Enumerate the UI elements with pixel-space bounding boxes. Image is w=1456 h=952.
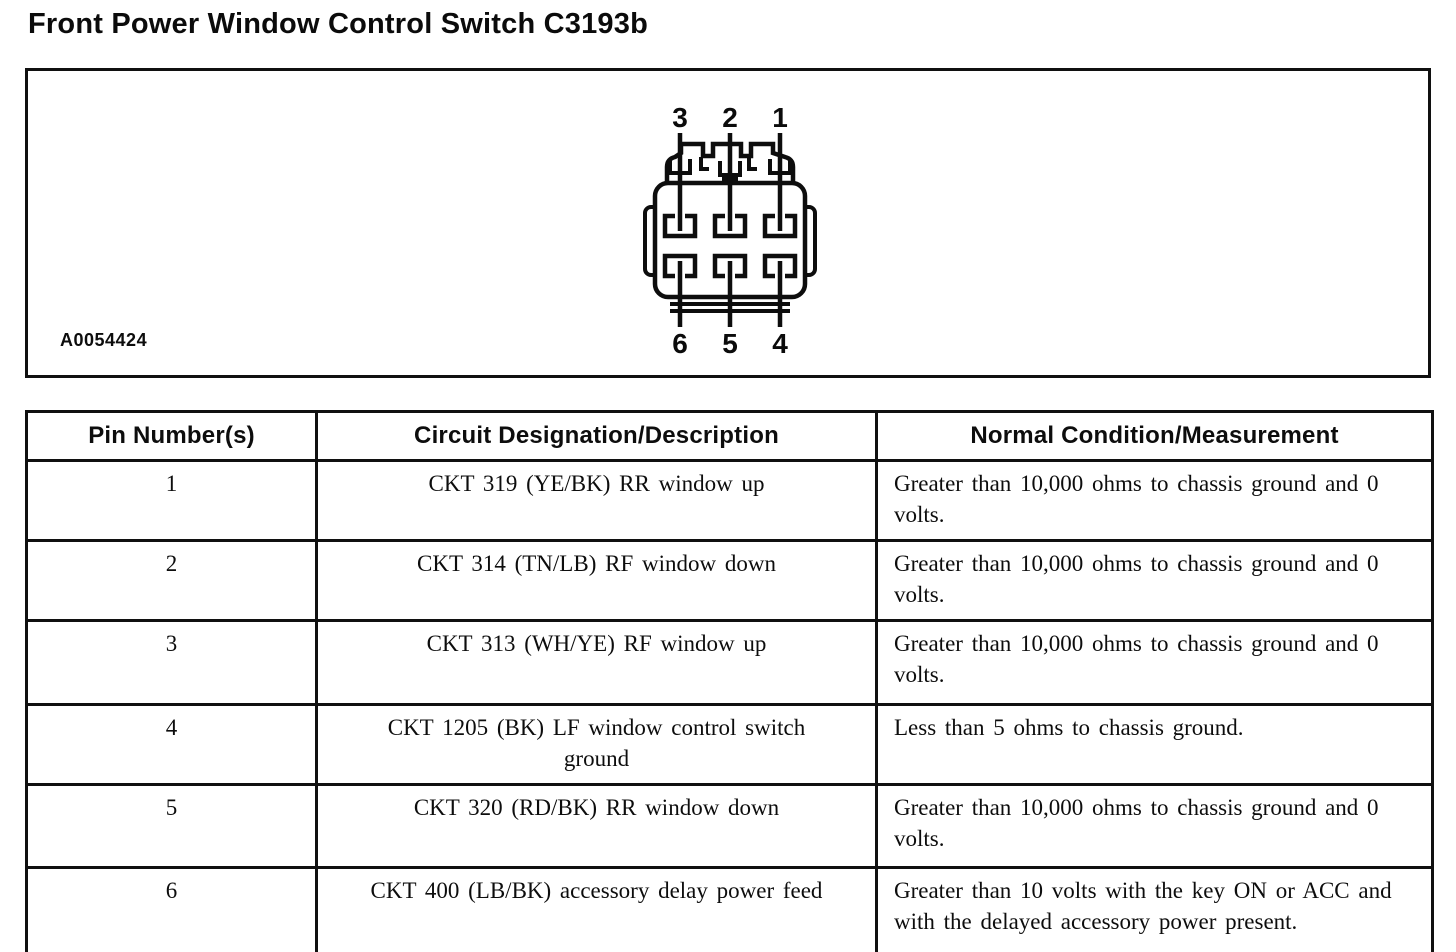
circuit-text: CKT 314 (TN/LB) RF window down — [417, 551, 776, 576]
header-circuit-designation: Circuit Designation/Description — [315, 410, 878, 462]
circuit-cell: CKT 400 (LB/BK) accessory delay power fe… — [315, 866, 878, 952]
pin-label-2: 2 — [722, 102, 738, 133]
terminal-pin-3 — [662, 213, 698, 239]
header-pin-numbers: Pin Number(s) — [25, 410, 318, 462]
terminal-pin-5 — [712, 253, 748, 279]
pin-label-1: 1 — [772, 102, 788, 133]
header-normal-condition: Normal Condition/Measurement — [875, 410, 1434, 462]
circuit-text: CKT 320 (RD/BK) RR window down — [413, 795, 780, 820]
page-title: Front Power Window Control Switch C3193b — [28, 8, 648, 40]
pin-cell: 1 — [25, 459, 318, 542]
pin-label-6: 6 — [672, 328, 688, 357]
condition-cell: Less than 5 ohms to chassis ground. — [875, 703, 1434, 786]
circuit-cell: CKT 313 (WH/YE) RF window up — [315, 619, 878, 706]
circuit-text: CKT 319 (YE/BK) RR window up — [428, 471, 765, 496]
circuit-text: CKT 313 (WH/YE) RF window up — [426, 631, 767, 656]
circuit-cell: CKT 1205 (BK) LF window control switch g… — [315, 703, 878, 786]
connector-diagram-icon: 3 2 1 6 5 4 — [643, 102, 817, 357]
circuit-cell: CKT 320 (RD/BK) RR window down — [315, 783, 878, 869]
pin-cell: 4 — [25, 703, 318, 786]
pin-cell: 6 — [25, 866, 318, 952]
table-header-row: Pin Number(s) Circuit Designation/Descri… — [25, 410, 1434, 462]
condition-cell: Greater than 10 volts with the key ON or… — [875, 866, 1434, 952]
condition-cell: Greater than 10,000 ohms to chassis grou… — [875, 619, 1434, 706]
table-row: 3 CKT 313 (WH/YE) RF window up Greater t… — [25, 619, 1434, 706]
condition-cell: Greater than 10,000 ohms to chassis grou… — [875, 783, 1434, 869]
pin-label-4: 4 — [772, 328, 788, 357]
pin-cell: 3 — [25, 619, 318, 706]
condition-cell: Greater than 10,000 ohms to chassis grou… — [875, 539, 1434, 622]
pin-label-3: 3 — [672, 102, 688, 133]
pin-cell: 2 — [25, 539, 318, 622]
figure-id-label: A0054424 — [60, 330, 148, 350]
leader-lines-bottom — [677, 261, 783, 327]
terminal-pin-4 — [762, 253, 798, 279]
circuit-cell: CKT 314 (TN/LB) RF window down — [315, 539, 878, 622]
pin-label-5: 5 — [722, 328, 738, 357]
terminal-pin-1 — [762, 213, 798, 239]
leader-lines-top — [677, 133, 783, 231]
terminal-pin-6 — [662, 253, 698, 279]
table-row: 6 CKT 400 (LB/BK) accessory delay power … — [25, 866, 1434, 952]
table-row: 1 CKT 319 (YE/BK) RR window up Greater t… — [25, 459, 1434, 542]
table-row: 5 CKT 320 (RD/BK) RR window down Greater… — [25, 783, 1434, 869]
circuit-text: CKT 400 (LB/BK) accessory delay power fe… — [370, 878, 823, 903]
circuit-cell: CKT 319 (YE/BK) RR window up — [315, 459, 878, 542]
connector-figure-box: 3 2 1 6 5 4 A0054424 — [25, 68, 1431, 378]
terminal-pin-2 — [712, 213, 748, 239]
condition-cell: Greater than 10,000 ohms to chassis grou… — [875, 459, 1434, 542]
table-row: 2 CKT 314 (TN/LB) RF window down Greater… — [25, 539, 1434, 622]
circuit-text: CKT 1205 (BK) LF window control switch g… — [387, 715, 806, 771]
pin-cell: 5 — [25, 783, 318, 869]
pin-circuit-table: Pin Number(s) Circuit Designation/Descri… — [25, 410, 1434, 952]
table-row: 4 CKT 1205 (BK) LF window control switch… — [25, 703, 1434, 786]
